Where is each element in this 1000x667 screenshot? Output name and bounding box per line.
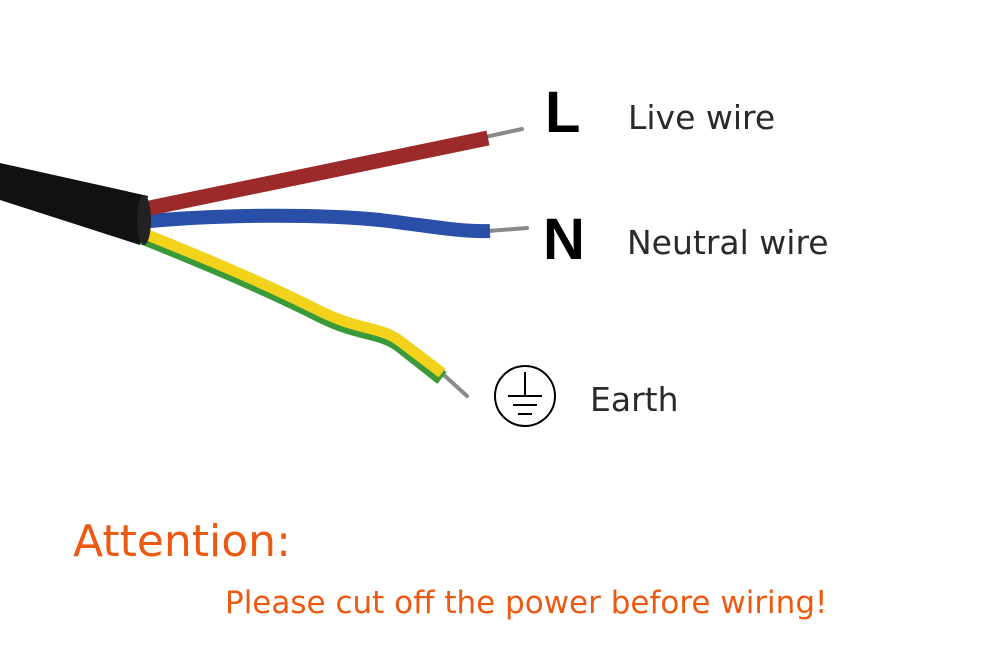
attention-title: Attention: [73,516,291,567]
earth-wire [137,229,447,384]
copper-tips [443,127,529,398]
cable-sheath [0,163,148,245]
neutral-wire-label: Neutral wire [627,223,829,262]
attention-message: Please cut off the power before wiring! [225,585,828,621]
earth-ground-symbol-icon [494,365,556,427]
live-letter: L [545,80,581,145]
live-wire-label: Live wire [628,98,776,137]
live-wire [138,130,490,218]
neutral-letter: N [543,207,585,272]
earth-label: Earth [590,380,679,419]
neutral-wire [139,208,491,239]
